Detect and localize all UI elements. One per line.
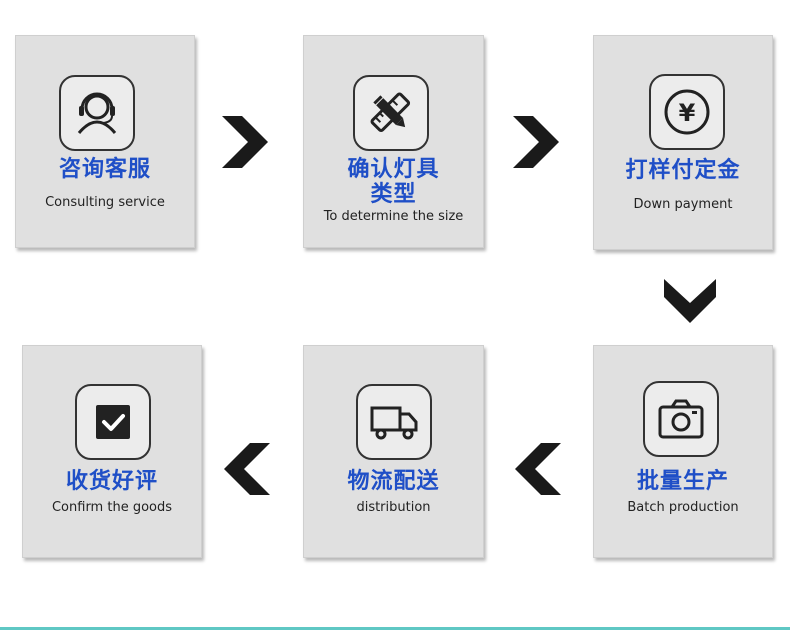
step-subtitle: Confirm the goods bbox=[51, 500, 173, 515]
ruler-pencil-icon bbox=[353, 75, 429, 151]
chevron-left-icon bbox=[224, 443, 270, 495]
step-subtitle: Consulting service bbox=[45, 195, 165, 210]
step-title: 批量生产 bbox=[636, 469, 729, 494]
step-card-batch-production: 批量生产 Batch production bbox=[593, 345, 773, 558]
step-title: 物流配送 bbox=[347, 469, 440, 494]
checkbox-check-icon bbox=[75, 384, 151, 460]
step-subtitle: Batch production bbox=[627, 500, 739, 515]
step-card-down-payment: ¥ 打样付定金 Down payment bbox=[593, 35, 773, 250]
step-title-line2: 类型 bbox=[370, 182, 417, 207]
step-title: 咨询客服 bbox=[58, 157, 151, 182]
step-subtitle: Down payment bbox=[633, 197, 733, 212]
step-card-consulting: 咨询客服 Consulting service bbox=[15, 35, 195, 248]
step-subtitle: distribution bbox=[356, 500, 431, 515]
chevron-right-icon bbox=[513, 116, 559, 168]
step-subtitle: To determine the size bbox=[323, 209, 464, 224]
svg-text:¥: ¥ bbox=[679, 99, 696, 127]
headset-agent-icon bbox=[59, 75, 135, 151]
step-card-determine-size: 确认灯具 类型 To determine the size bbox=[303, 35, 484, 248]
step-title: 收货好评 bbox=[65, 469, 158, 494]
step-card-distribution: 物流配送 distribution bbox=[303, 345, 484, 558]
yen-coin-icon: ¥ bbox=[649, 74, 725, 150]
delivery-truck-icon bbox=[356, 384, 432, 460]
step-title-line1: 确认灯具 bbox=[347, 157, 440, 182]
chevron-right-icon bbox=[222, 116, 268, 168]
chevron-left-icon bbox=[515, 443, 561, 495]
step-title: 打样付定金 bbox=[625, 158, 741, 183]
camera-icon bbox=[643, 381, 719, 457]
step-card-confirm-goods: 收货好评 Confirm the goods bbox=[22, 345, 202, 558]
chevron-down-icon bbox=[664, 279, 716, 323]
bottom-accent-line bbox=[0, 627, 790, 630]
